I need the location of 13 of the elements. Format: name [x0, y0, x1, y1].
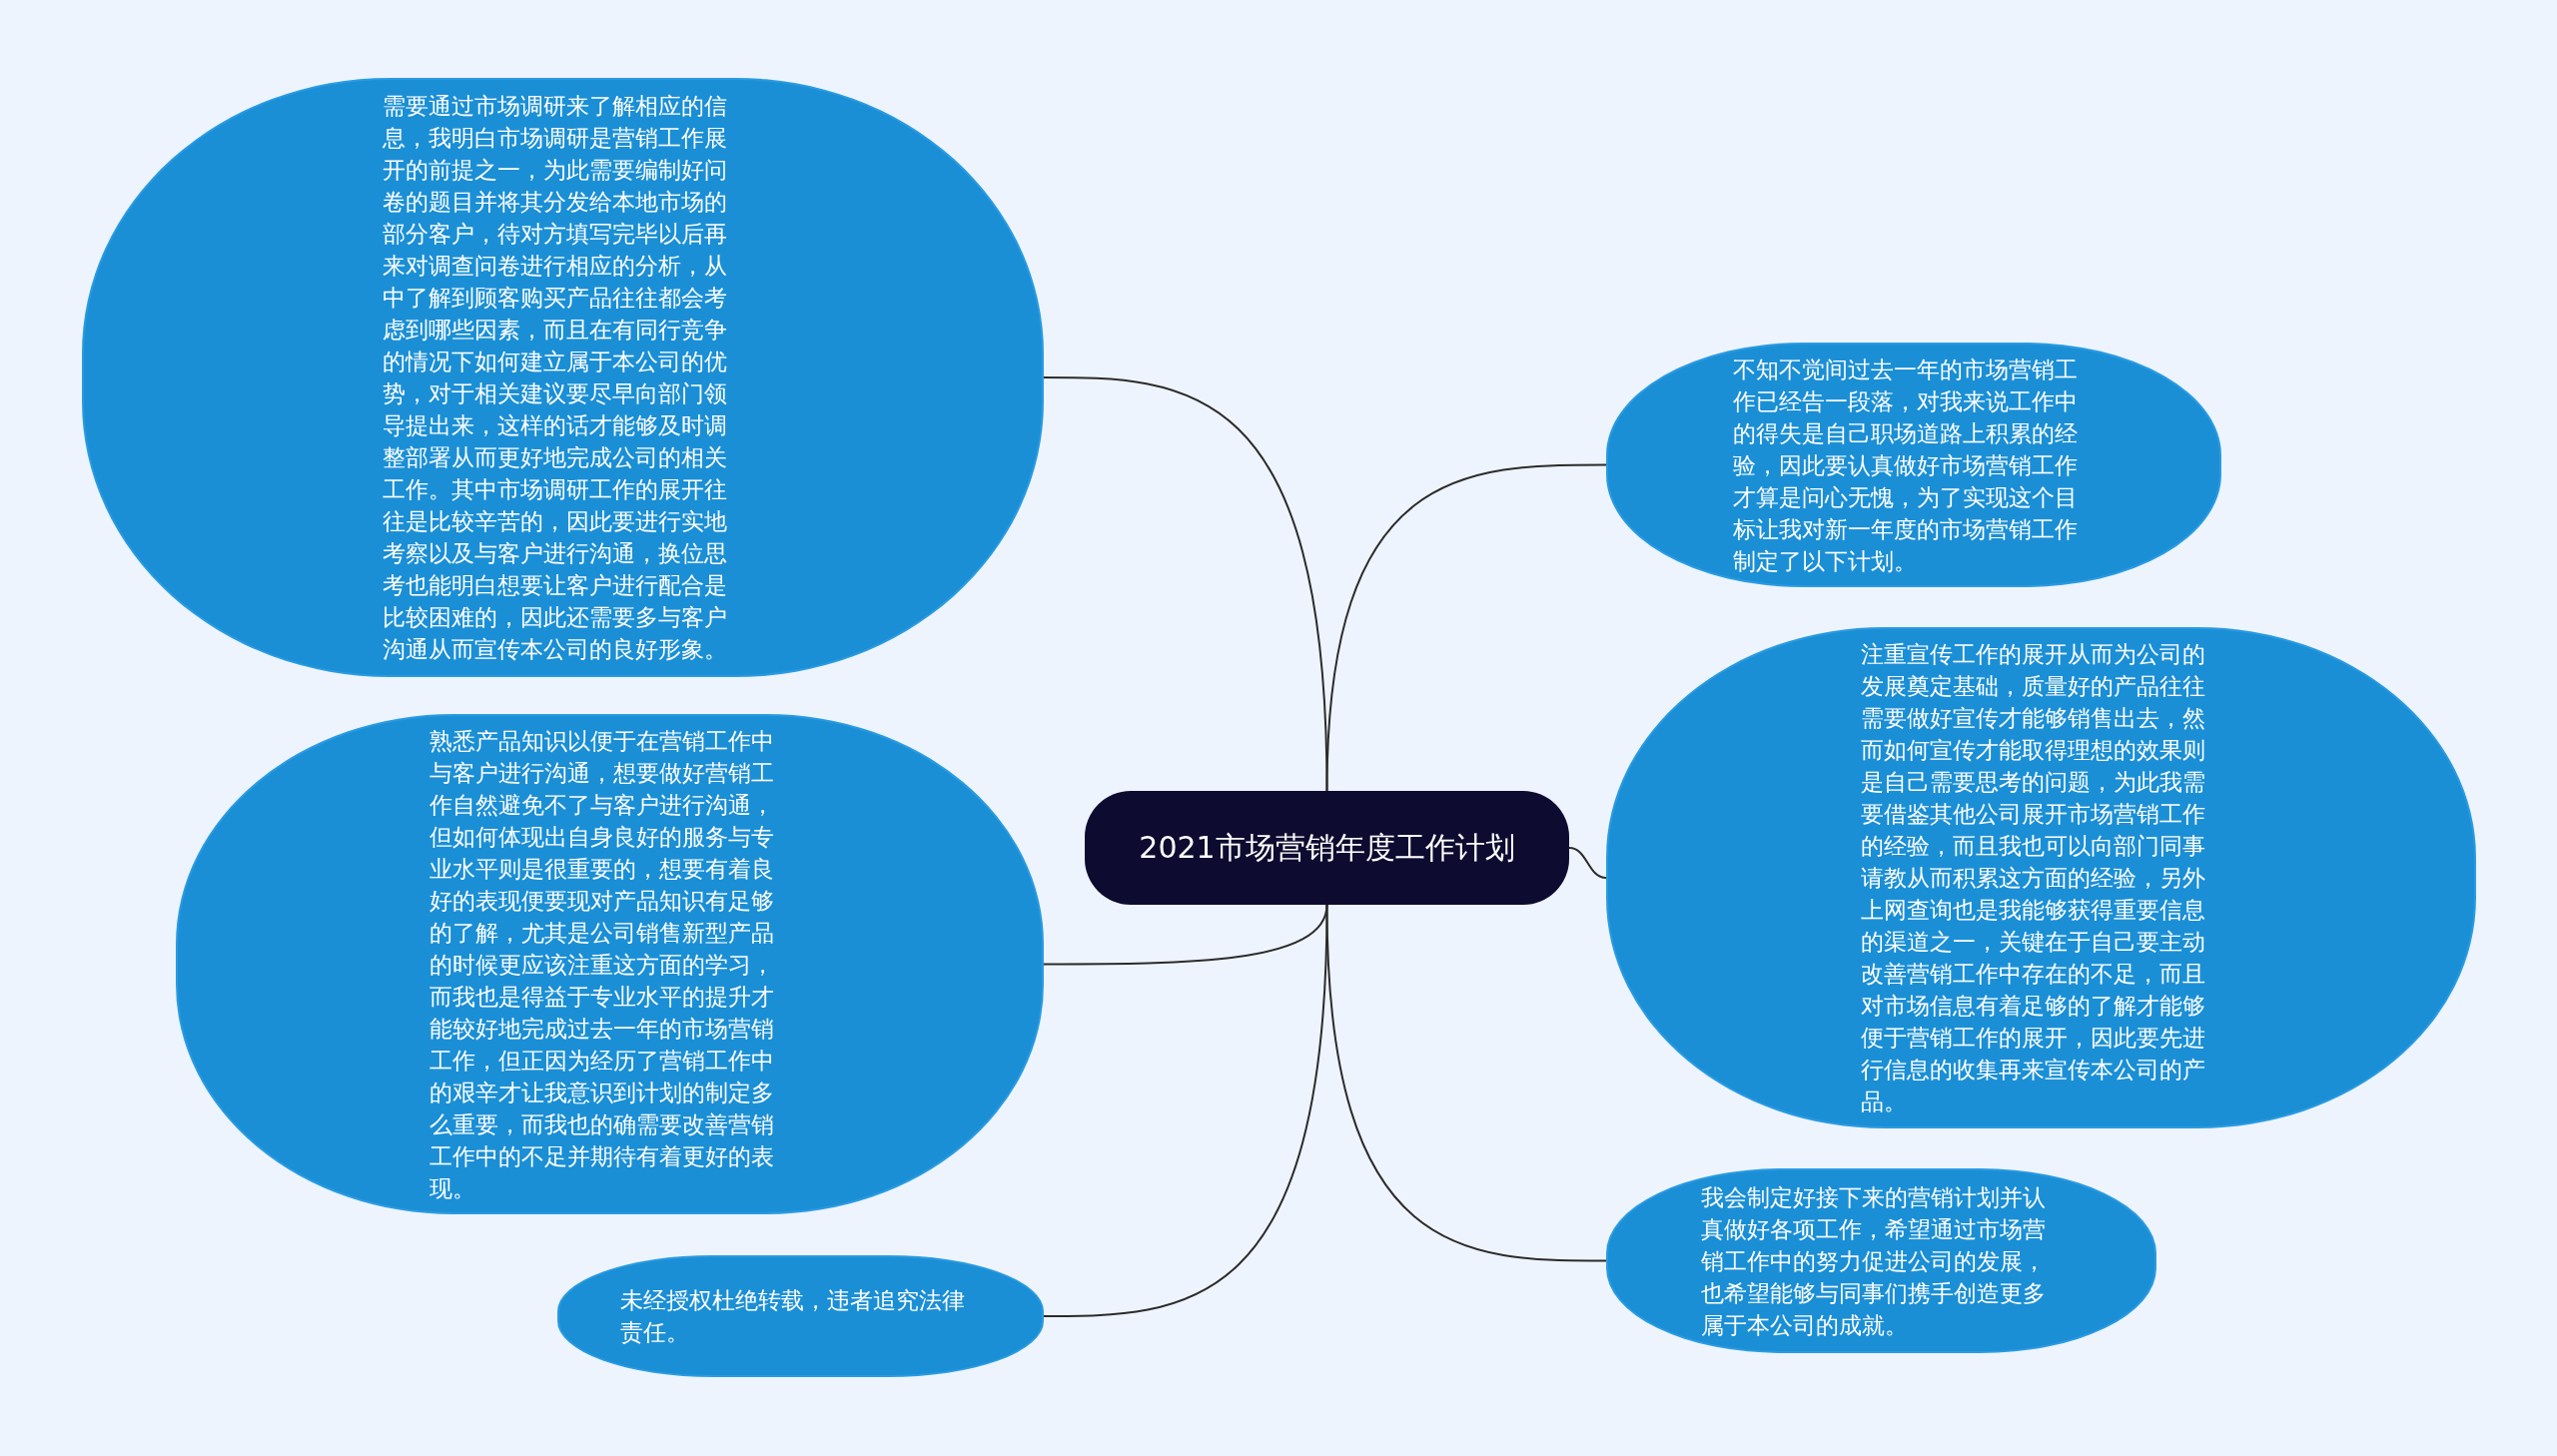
connector-line: [1043, 904, 1328, 1317]
connector-line: [1043, 376, 1328, 792]
topic-text: 未经授权杜绝转载，违者追究法律责任。: [619, 1286, 966, 1347]
topic-text: 不知不觉间过去一年的市场营销工作已经告一段落，对我来说工作中的得失是自己职场道路上积累的经验，因此要认真做好市场营销工作才算是问心无愧，为了实现这个目标让我对新一年度的市场营销工作制定了以下计划。: [1733, 355, 2079, 576]
connector-line: [1325, 463, 1607, 792]
topic-text: 注重宣传工作的展开从而为公司的发展奠定基础，质量好的产品往往需要做好宣传才能够销售出去，然而如何宣传才能取得理想的效果则是自己需要思考的问题，为此我需要借鉴其他公司展开市场营销工作的经验，而且我也可以向部门同事请教从而积累这方面的经验，另外上网查询也是我能够获得重要信息的渠道之一，关键在于自己要主动改善营销工作中存在的不足，而且对市场信息有着足够的了解才能够便于营销工作的展开，因此要先进行信息的收集再来宣传本公司的产品。: [1860, 640, 2206, 1116]
connector-line: [1568, 847, 1607, 879]
central-topic: [1085, 791, 1569, 905]
topic-text: 熟悉产品知识以便于在营销工作中与客户进行沟通，想要做好营销工作自然避免不了与客户进行沟通，但如何体现出自身良好的服务与专业水平则是很重要的，想要有着良好的表现便要现对产品知识有足够的了解，尤其是公司销售新型产品的时候更应该注重这方面的学习，而我也是得益于专业水平的提升才能较好地完成过去一年的市场营销工作，但正因为经历了营销工作中的艰辛才让我意识到计划的制定多么重要，而我也的确需要改善营销工作中的不足并期待有着更好的表现。: [428, 726, 775, 1203]
topic-text: 需要通过市场调研来了解相应的信息，我明白市场调研是营销工作展开的前提之一，为此需要编制好问卷的题目并将其分发给本地市场的部分客户，待对方填写完毕以后再来对调查问卷进行相应的分析，从中了解到顾客购买产品往往都会考虑到哪些因素，而且在有同行竞争的情况下如何建立属于本公司的优势，对于相关建议要尽早向部门领导提出来，这样的话才能够及时调整部署从而更好地完成公司的相关工作。其中市场调研工作的展开往往是比较辛苦的，因此要进行实地考察以及与客户进行沟通，换位思考也能明白想要让客户进行配合是比较困难的，因此还需要多与客户沟通从而宣传本公司的良好形象。: [382, 92, 728, 664]
connector-line: [1325, 904, 1607, 1262]
topic-text: 我会制定好接下来的营销计划并认真做好各项工作，希望通过市场营销工作中的努力促进公司的发展，也希望能够与同事们携手创造更多属于本公司的成就。: [1700, 1182, 2047, 1340]
topic-title: 2021市场营销年度工作计划: [1138, 829, 1516, 867]
